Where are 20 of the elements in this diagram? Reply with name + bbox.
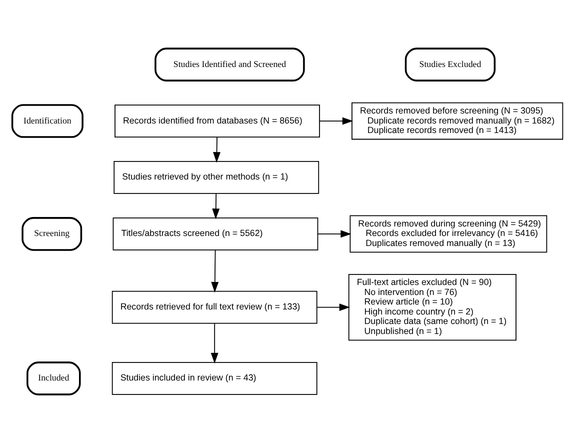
- node-box: Studies retrieved by other methods (n = 1): [114, 160, 320, 194]
- arrow: [212, 192, 220, 219]
- node-box: Titles/abstracts screened (n = 5562): [112, 217, 318, 250]
- node-box: Full-text articles excluded (N = 90) No intervention (n = 76) Review article (n = 10) High income country (n = 2) Duplicate data (same cohort) (n = 1) Unpublished (n = 1): [348, 273, 516, 340]
- arrow: [319, 116, 354, 124]
- node-box: Records removed before screening (N = 3095) Duplicate records removed manually (n = 1682) Duplicate records removed (n = 1413): [352, 102, 564, 140]
- node-box: Identification: [11, 104, 84, 138]
- node-box: Studies Identified and Screened: [154, 47, 305, 81]
- node-box: Records identified from databases (N = 8656): [114, 104, 320, 137]
- node-box: Included: [26, 361, 81, 395]
- node-box: Studies included in review (n = 43): [112, 362, 318, 394]
- node-box: Screening: [22, 216, 82, 250]
- node-box: Studies Excluded: [404, 47, 496, 81]
- arrow: [317, 230, 352, 238]
- node-box: Records retrieved for full text review (n = 133): [112, 290, 318, 324]
- arrow: [316, 303, 350, 311]
- node-box: Records removed during screening (N = 5429) Records excluded for irrelevancy (n = 5416) Duplicates removed manually (n = 13): [350, 214, 548, 252]
- arrow: [213, 136, 220, 162]
- arrow: [211, 249, 219, 292]
- arrow: [210, 322, 218, 364]
